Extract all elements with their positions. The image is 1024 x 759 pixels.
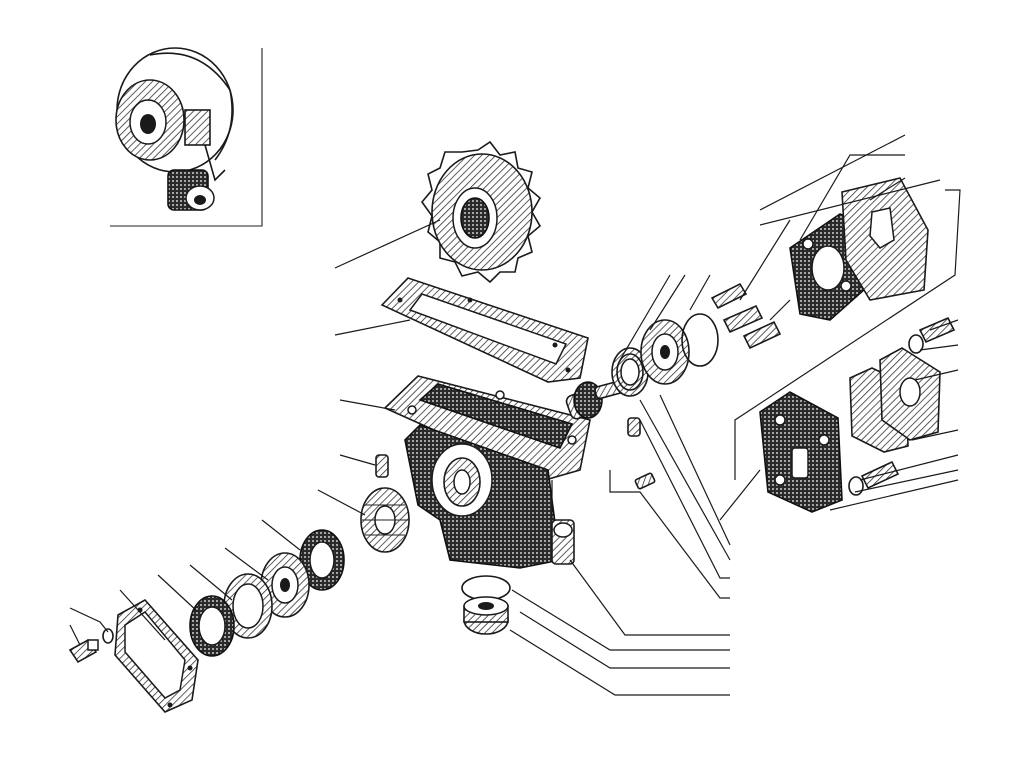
inlet-flange <box>879 347 941 441</box>
lock-screw <box>627 417 641 437</box>
drive-gear <box>420 140 542 284</box>
tapered-bearing-outer <box>299 529 345 591</box>
bottom-bearing <box>463 596 509 635</box>
spacer-ring <box>616 353 644 391</box>
shim-ring <box>223 573 273 639</box>
end-cover-plate <box>114 598 199 713</box>
tapered-bearing-inner <box>260 552 310 618</box>
dowel-pin <box>375 454 389 478</box>
seal-ring <box>189 595 235 657</box>
inset-assembly <box>110 47 263 227</box>
pump-mount-bolts <box>710 282 782 350</box>
group-bracket <box>719 179 961 521</box>
snap-ring <box>681 313 719 367</box>
bolt-washer <box>102 628 114 644</box>
drain-plug <box>551 519 575 565</box>
pump-gasket <box>841 177 929 301</box>
cover-bolt <box>68 638 99 664</box>
key-pin <box>634 472 656 490</box>
pump-body <box>759 391 843 513</box>
shaft-ball-bearing <box>640 319 690 385</box>
flange-bolt-lower <box>848 460 900 496</box>
callout-leaders <box>69 134 959 696</box>
cover-gasket <box>380 277 589 383</box>
gearbox-housing <box>383 375 591 569</box>
needle-roller-bearing <box>360 487 410 553</box>
